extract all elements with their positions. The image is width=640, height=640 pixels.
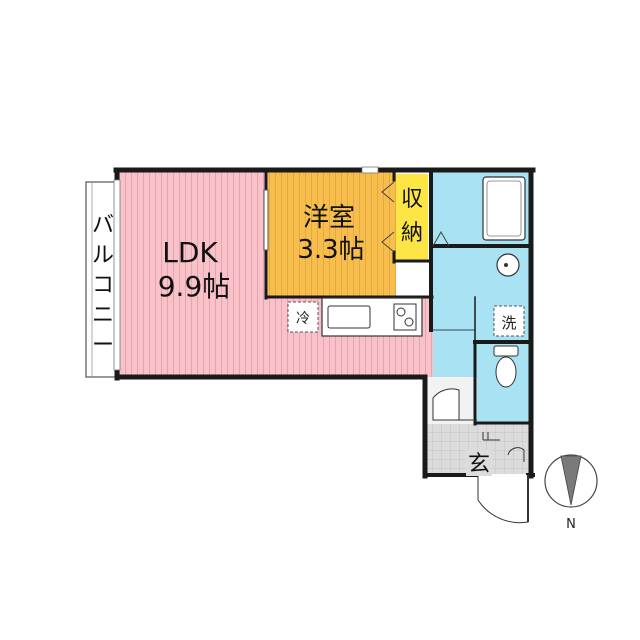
closet-door-marks [432, 230, 450, 247]
fridge-label: 冷 [296, 311, 310, 327]
storage-door-marks [381, 181, 395, 253]
western-name: 洋室 [303, 203, 355, 233]
entrance-label: 玄 [468, 452, 490, 477]
toilet [493, 345, 519, 388]
fridge-space: 冷 [287, 301, 319, 333]
storage-label-2: 納 [401, 221, 423, 246]
compass: N [544, 454, 598, 532]
stove-icon [393, 303, 417, 331]
washer-space: 洗 [493, 305, 525, 337]
ldk-name: LDK [162, 236, 218, 269]
balcony: バ ル コ ニ ー [85, 181, 117, 378]
storage-label-1: 収 [401, 187, 423, 212]
compass-n-label: N [566, 517, 576, 532]
washer-label: 洗 [501, 314, 516, 332]
sliding-door-western [263, 189, 269, 251]
kitchen-counter [321, 297, 423, 337]
wash-basin [496, 253, 520, 277]
entrance-label-box: 玄 [466, 450, 492, 477]
balcony-char-4: ニ [92, 303, 114, 328]
western-room [268, 172, 396, 296]
windows [113, 166, 379, 371]
balcony-char-1: バ [92, 213, 114, 238]
balcony-char-5: ー [92, 333, 114, 358]
storage-closet [396, 174, 428, 260]
western-size: 3.3帖 [297, 235, 364, 265]
balcony-char-2: ル [92, 243, 114, 268]
bathtub [482, 176, 526, 241]
balcony-char-3: コ [92, 273, 114, 298]
entrance-details [432, 388, 525, 462]
ldk-size: 9.9帖 [158, 270, 231, 303]
entrance-door [477, 475, 529, 524]
